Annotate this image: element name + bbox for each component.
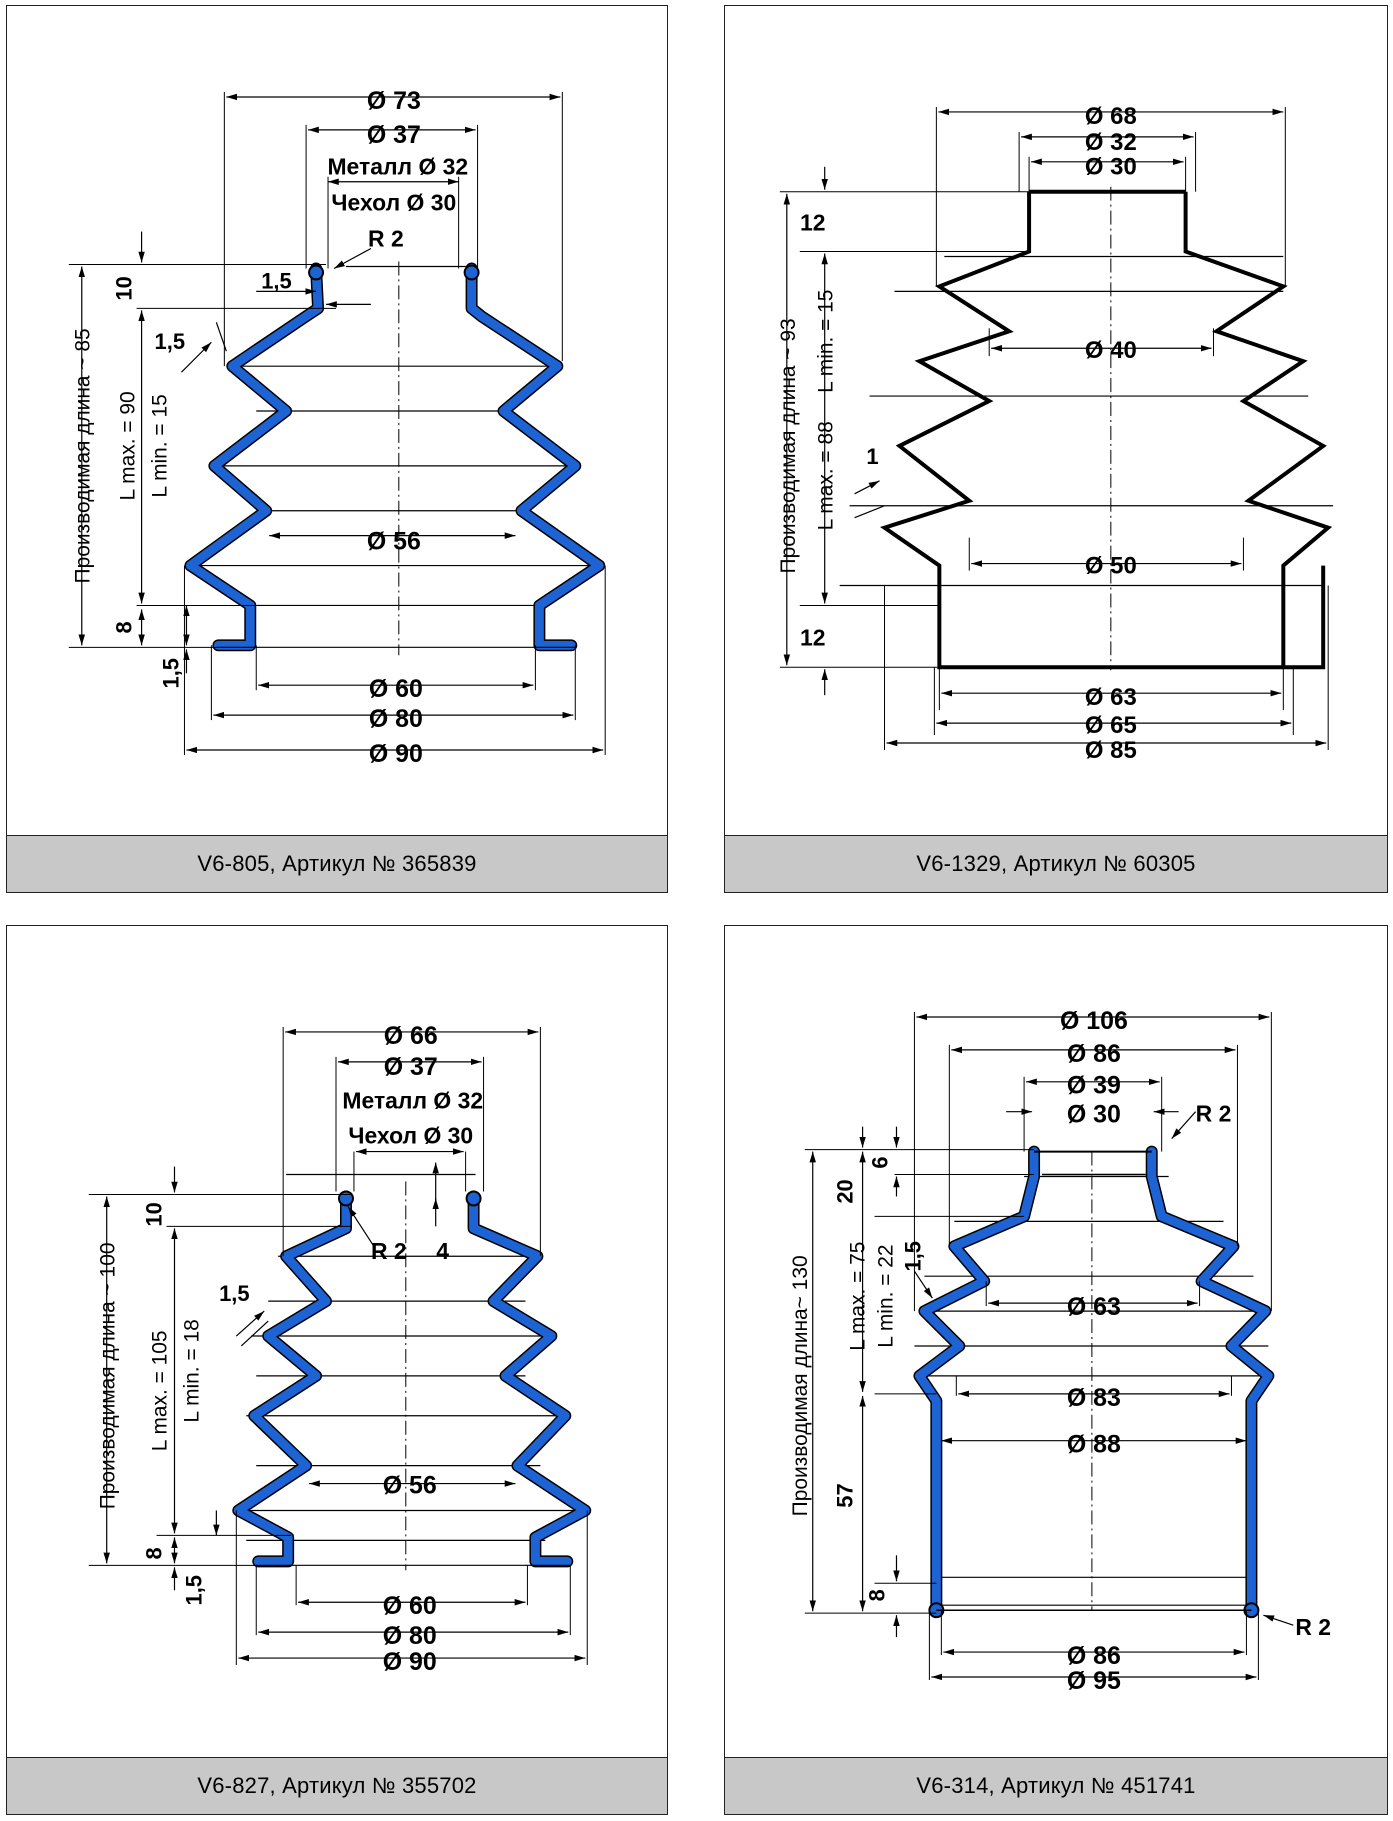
dim-cover: Чехол Ø 30 (348, 1123, 473, 1149)
wall-1: 1 (866, 444, 878, 469)
production-length: Производимая длина~ 130 (789, 1255, 812, 1516)
boot-right (469, 1191, 590, 1566)
dim-metal: Металл Ø 32 (327, 154, 468, 180)
dim-d88: Ø 88 (1067, 1431, 1121, 1459)
dim-d106: Ø 106 (1060, 1007, 1128, 1035)
dim-d86: Ø 86 (1067, 1040, 1121, 1068)
l-max: L max. = 88 (815, 421, 838, 530)
dim-d60: Ø 60 (369, 675, 423, 703)
height-10: 10 (112, 276, 137, 300)
dim-d83: Ø 83 (1067, 1384, 1121, 1412)
wall-1-5: 1,5 (219, 1281, 249, 1306)
height-8: 8 (142, 1547, 167, 1559)
panel-v6-1329: Ø 68 Ø 32 Ø 30 Ø 40 Ø 50 Ø 63 Ø 65 Ø 85 … (724, 5, 1388, 893)
boot-left (880, 191, 1326, 670)
dim-d80: Ø 80 (383, 1622, 437, 1650)
boot-right (1147, 1147, 1273, 1615)
panel-v6-827: Ø 66 Ø 37 Металл Ø 32 Чехол Ø 30 R 2 4 Ø… (6, 925, 668, 1815)
dim-d50: Ø 50 (1085, 553, 1137, 580)
height-8: 8 (112, 621, 137, 633)
l-min: L min. = 22 (874, 1244, 897, 1347)
dim-d90: Ø 90 (383, 1648, 437, 1676)
radius-r2-bottom: R 2 (1295, 1614, 1331, 1640)
panel-v6-314: Ø 106 Ø 86 Ø 39 Ø 30 R 2 R 2 Ø 63 Ø 83 Ø… (724, 925, 1388, 1815)
dim-d85: Ø 85 (1085, 737, 1137, 764)
dim-cover: Чехол Ø 30 (331, 190, 456, 216)
height-12-top: 12 (800, 210, 826, 236)
wall-1-5: 1,5 (900, 1241, 925, 1271)
dim-d37: Ø 37 (384, 1053, 438, 1081)
boot-left (914, 1147, 1039, 1615)
dim-d56: Ø 56 (367, 528, 421, 556)
dim-d30: Ø 30 (1085, 154, 1137, 181)
dim-metal: Металл Ø 32 (342, 1088, 483, 1114)
drawing-v6-805: Ø 73 Ø 37 Металл Ø 32 Чехол Ø 30 R 2 Ø 5… (68, 87, 606, 768)
height-57: 57 (833, 1483, 858, 1507)
rib-lines (839, 255, 1334, 587)
drawing-v6-314: Ø 106 Ø 86 Ø 39 Ø 30 R 2 R 2 Ø 63 Ø 83 Ø… (789, 1007, 1331, 1695)
dim-d56: Ø 56 (383, 1472, 437, 1500)
l-min: L min. = 15 (815, 290, 838, 393)
dim-d63: Ø 63 (1067, 1293, 1121, 1321)
dim-4: 4 (436, 1238, 449, 1264)
production-length: Производимая длина ~ 93 (777, 318, 800, 573)
dim-d73: Ø 73 (367, 87, 421, 115)
caption-v6-1329: V6-1329, Артикул № 60305 (725, 835, 1387, 892)
rib-lines (241, 1173, 581, 1541)
height-1-5: 1,5 (181, 1575, 206, 1605)
radius-r2: R 2 (371, 1238, 407, 1264)
dim-d63: Ø 63 (1085, 684, 1137, 711)
caption-v6-827: V6-827, Артикул № 355702 (7, 1757, 667, 1814)
dim-d37: Ø 37 (367, 121, 421, 149)
l-max: L max. = 75 (847, 1242, 870, 1351)
radius-r2: R 2 (368, 226, 404, 252)
dim-d86-bottom: Ø 86 (1067, 1642, 1121, 1670)
wall-1-5-side: 1,5 (155, 329, 185, 354)
production-length: Производимая длина ~ 85 (72, 328, 95, 583)
drawing-v6-827: Ø 66 Ø 37 Металл Ø 32 Чехол Ø 30 R 2 4 Ø… (88, 1022, 592, 1676)
radius-r2-top: R 2 (1196, 1101, 1232, 1127)
height-12-bottom: 12 (800, 624, 826, 650)
rib-lines (191, 265, 596, 607)
dim-d95: Ø 95 (1067, 1667, 1121, 1695)
l-min: L min. = 15 (149, 394, 172, 497)
height-1-5: 1,5 (158, 658, 183, 688)
dim-d66: Ø 66 (384, 1022, 438, 1050)
height-8: 8 (865, 1589, 890, 1601)
dim-d65: Ø 65 (1085, 712, 1137, 739)
caption-v6-805: V6-805, Артикул № 365839 (7, 835, 667, 892)
dim-d39: Ø 39 (1067, 1072, 1121, 1100)
boot-right (467, 263, 604, 650)
height-6: 6 (868, 1156, 893, 1168)
drawing-v6-1329: Ø 68 Ø 32 Ø 30 Ø 40 Ø 50 Ø 63 Ø 65 Ø 85 … (777, 103, 1334, 764)
caption-v6-314: V6-314, Артикул № 451741 (725, 1757, 1387, 1814)
dim-d40: Ø 40 (1085, 337, 1137, 364)
boot-right (1183, 191, 1333, 668)
panel-v6-805: Ø 73 Ø 37 Металл Ø 32 Чехол Ø 30 R 2 Ø 5… (6, 5, 668, 893)
boot-left (185, 263, 323, 650)
dim-d80: Ø 80 (369, 705, 423, 733)
dim-d68: Ø 68 (1085, 103, 1137, 130)
height-20: 20 (833, 1179, 858, 1203)
dim-d60: Ø 60 (383, 1592, 437, 1620)
dim-d90: Ø 90 (369, 740, 423, 768)
dim-d32: Ø 32 (1085, 129, 1137, 156)
boot-left (233, 1191, 351, 1566)
wall-1-5-top: 1,5 (261, 268, 291, 293)
height-10: 10 (142, 1202, 167, 1226)
l-max: L max. = 105 (149, 1330, 172, 1451)
production-length: Производимая длина ~ 100 (97, 1243, 120, 1510)
l-max: L max. = 90 (117, 391, 140, 500)
dim-d30: Ø 30 (1067, 1101, 1121, 1129)
l-min: L min. = 18 (180, 1319, 203, 1422)
